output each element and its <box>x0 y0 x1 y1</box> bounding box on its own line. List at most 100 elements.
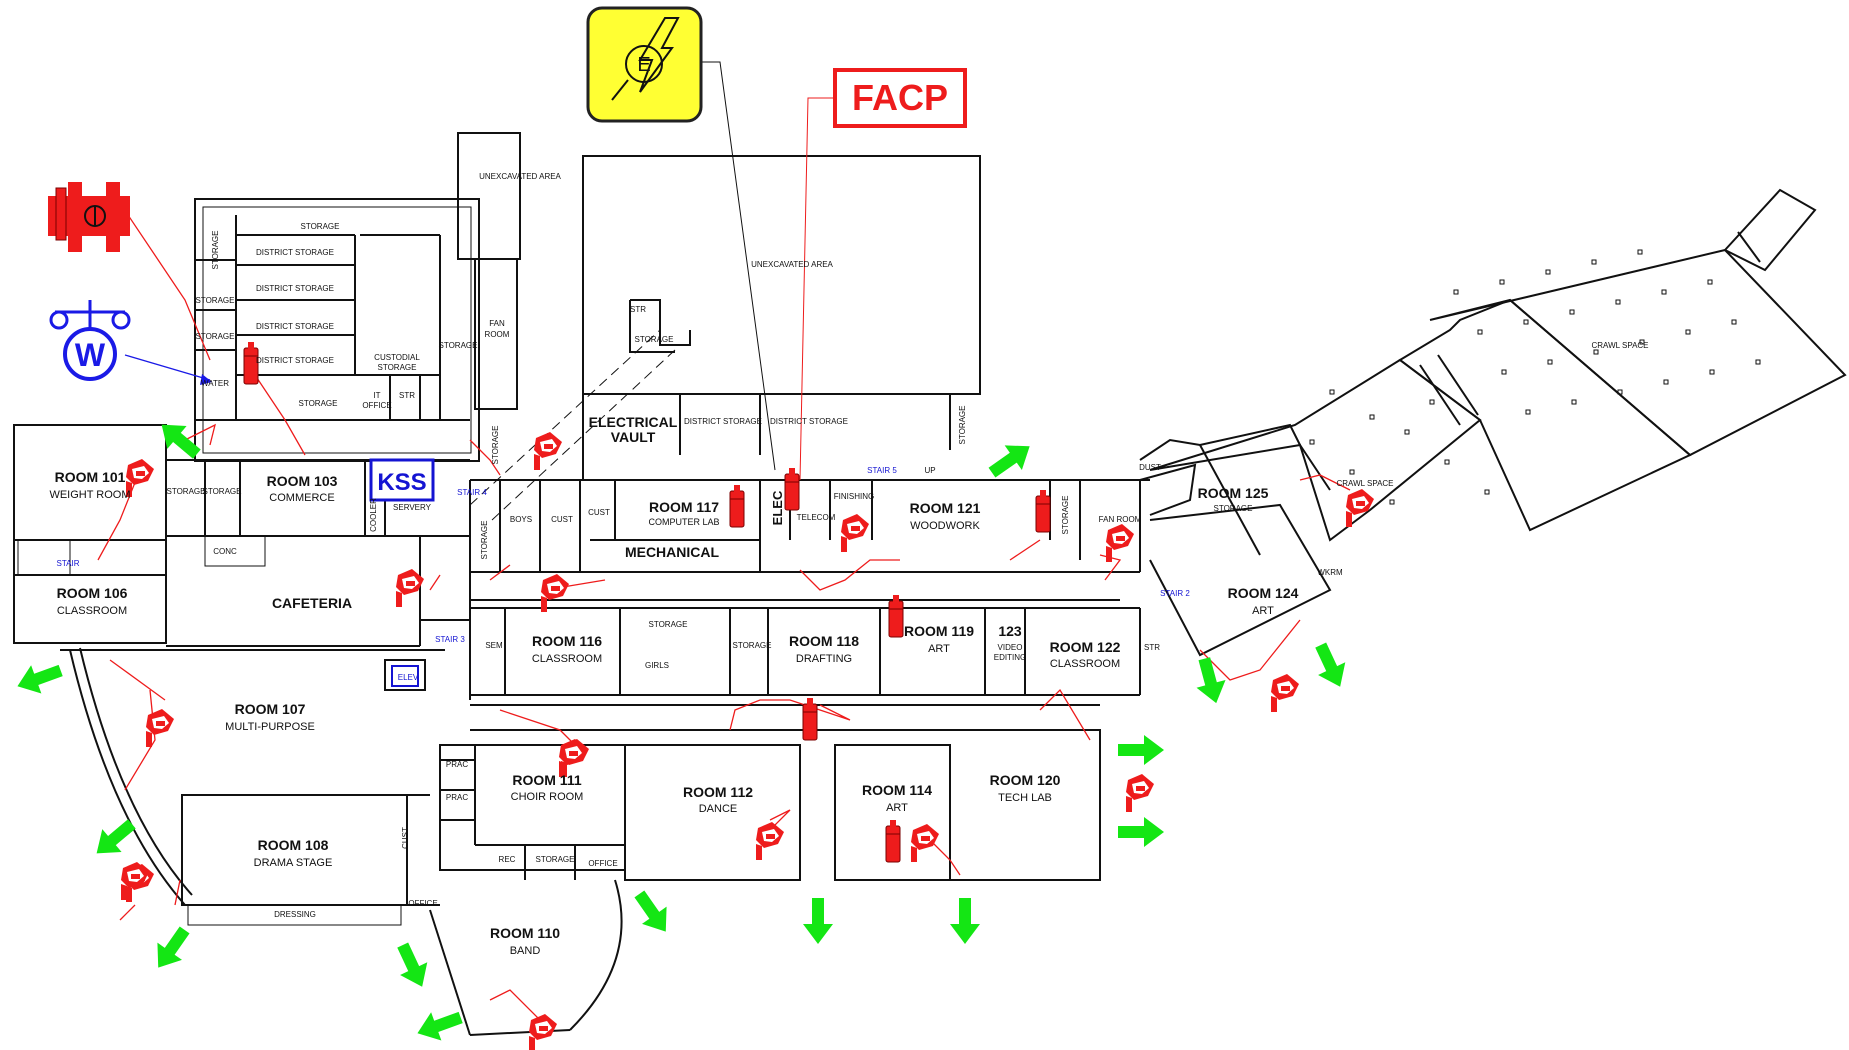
room-labels: ROOM 101 WEIGHT ROOM ROOM 103 COMMERCE R… <box>49 414 1298 957</box>
fan-room-label: ROOM <box>485 330 510 339</box>
dust-label: DUST <box>1139 463 1161 472</box>
fire-extinguisher-icon <box>911 824 939 862</box>
room-112-name: ROOM 112 <box>683 784 753 800</box>
fire-extinguisher-markers <box>121 432 1374 1050</box>
telecom-label: TELECOM <box>797 513 836 522</box>
storage-label: STORAGE <box>167 487 206 496</box>
room-101-use: WEIGHT ROOM <box>49 489 130 501</box>
exit-arrow-icon <box>1307 638 1354 694</box>
it-office-label: OFFICE <box>362 401 391 410</box>
stair-4-label: STAIR 4 <box>457 488 487 497</box>
extinguisher-tank-icon <box>729 484 745 528</box>
room-120-name: ROOM 120 <box>990 772 1061 788</box>
room-106-use: CLASSROOM <box>57 605 127 617</box>
emergency-power-symbol: E <box>586 6 703 123</box>
room-123-use-2: EDITING <box>994 653 1026 662</box>
room-120-use: TECH LAB <box>998 792 1052 804</box>
it-office-label: IT <box>373 391 380 400</box>
room-124-name: ROOM 124 <box>1228 585 1299 601</box>
fire-extinguisher-icon <box>1271 674 1299 712</box>
storage-label: STORAGE <box>635 335 674 344</box>
district-storage-label: DISTRICT STORAGE <box>256 284 334 293</box>
unexcavated-area-label: UNEXCAVATED AREA <box>479 172 561 181</box>
extinguisher-tank-icon <box>784 467 800 511</box>
cust-label: CUST <box>401 827 410 849</box>
building-walls <box>13 132 1847 1036</box>
room-123-name: 123 <box>998 623 1022 639</box>
room-122-use: CLASSROOM <box>1050 658 1120 670</box>
fan-room-label: FAN <box>489 319 505 328</box>
district-storage-label: DISTRICT STORAGE <box>256 248 334 257</box>
room-119-name: ROOM 119 <box>904 623 974 639</box>
custodial-storage-label: CUSTODIAL <box>374 353 420 362</box>
room-111-name: ROOM 111 <box>512 772 581 788</box>
exit-arrow-icon <box>412 1003 466 1048</box>
fire-extinguisher-icon <box>1106 524 1134 562</box>
storage-label: STORAGE <box>301 222 340 231</box>
space-labels: UNEXCAVATED AREA UNEXCAVATED AREA CRAWL … <box>167 172 1649 919</box>
storage-label: STORAGE <box>439 341 478 350</box>
conc-label: CONC <box>213 547 237 556</box>
room-103-use: COMMERCE <box>269 492 334 504</box>
extinguisher-tank-icon <box>885 819 901 863</box>
room-110-name: ROOM 110 <box>490 925 560 941</box>
room-116-name: ROOM 116 <box>532 633 602 649</box>
room-112-use: DANCE <box>699 803 738 815</box>
fire-extinguisher-icon <box>756 822 784 860</box>
room-114-name: ROOM 114 <box>862 782 932 798</box>
mechanical-label: MECHANICAL <box>625 544 720 560</box>
room-119-use: ART <box>928 643 950 655</box>
room-125-name: ROOM 125 <box>1198 485 1269 501</box>
room-101-name: ROOM 101 <box>55 469 126 485</box>
vertical-labels: STORAGE STORAGE STORAGE STORAGE STORAGE … <box>211 231 1070 849</box>
room-107-use: MULTI-PURPOSE <box>225 721 315 733</box>
exit-arrow-icon <box>950 898 980 944</box>
room-107-name: ROOM 107 <box>235 701 306 717</box>
storage-label: STORAGE <box>536 855 575 864</box>
exit-arrow-icon <box>1189 654 1231 708</box>
str-label: STR <box>1144 643 1160 652</box>
str-label: STR <box>399 391 415 400</box>
crawl-space-label: CRAWL SPACE <box>1336 479 1393 488</box>
finishing-label: FINISHING <box>834 492 874 501</box>
storage-label: STORAGE <box>649 620 688 629</box>
facp-label: FACP <box>852 77 948 118</box>
room-111-use: CHOIR ROOM <box>511 791 584 803</box>
extinguisher-tank-icon <box>802 697 818 741</box>
water-main-icon: W <box>49 300 131 381</box>
facp-label-box: FACP <box>833 68 967 128</box>
girls-label: GIRLS <box>645 661 669 670</box>
wkrm-label: WKRM <box>1317 568 1343 577</box>
storage-label: STORAGE <box>196 296 235 305</box>
elec-label: ELEC <box>770 490 785 525</box>
district-storage-label: DISTRICT STORAGE <box>256 322 334 331</box>
room-121-name: ROOM 121 <box>910 500 981 516</box>
fire-extinguisher-icon <box>841 514 869 552</box>
cust-label: CUST <box>551 515 573 524</box>
fire-extinguisher-icon <box>529 1014 557 1050</box>
prac-label: PRAC <box>446 760 468 769</box>
fire-extinguisher-icon <box>146 709 174 747</box>
room-121-use: WOODWORK <box>910 520 980 532</box>
storage-label: STORAGE <box>1061 496 1070 535</box>
servery-label: SERVERY <box>393 503 432 512</box>
storage-label: STORAGE <box>211 231 220 270</box>
fire-department-connection-icon <box>48 182 130 252</box>
exit-arrow-icon <box>12 656 66 701</box>
fan-room-label: FAN ROOM <box>1099 515 1142 524</box>
room-116-use: CLASSROOM <box>532 653 602 665</box>
prac-label: PRAC <box>446 793 468 802</box>
water-room-label: WATER <box>201 379 229 388</box>
room-123-use-1: VIDEO <box>998 643 1023 652</box>
exit-arrow-icon <box>983 433 1039 485</box>
cooler-label: COOLER <box>369 498 378 532</box>
exit-arrow-icon <box>389 938 436 994</box>
cafeteria-label: CAFETERIA <box>272 595 352 611</box>
storage-label: STORAGE <box>491 426 500 465</box>
exit-arrow-icon <box>627 885 679 941</box>
room-103-name: ROOM 103 <box>267 473 338 489</box>
exit-arrow-icon <box>803 898 833 944</box>
kss-label: KSS <box>377 469 426 496</box>
room-108-use: DRAMA STAGE <box>254 857 333 869</box>
district-storage-label: DISTRICT STORAGE <box>684 417 762 426</box>
